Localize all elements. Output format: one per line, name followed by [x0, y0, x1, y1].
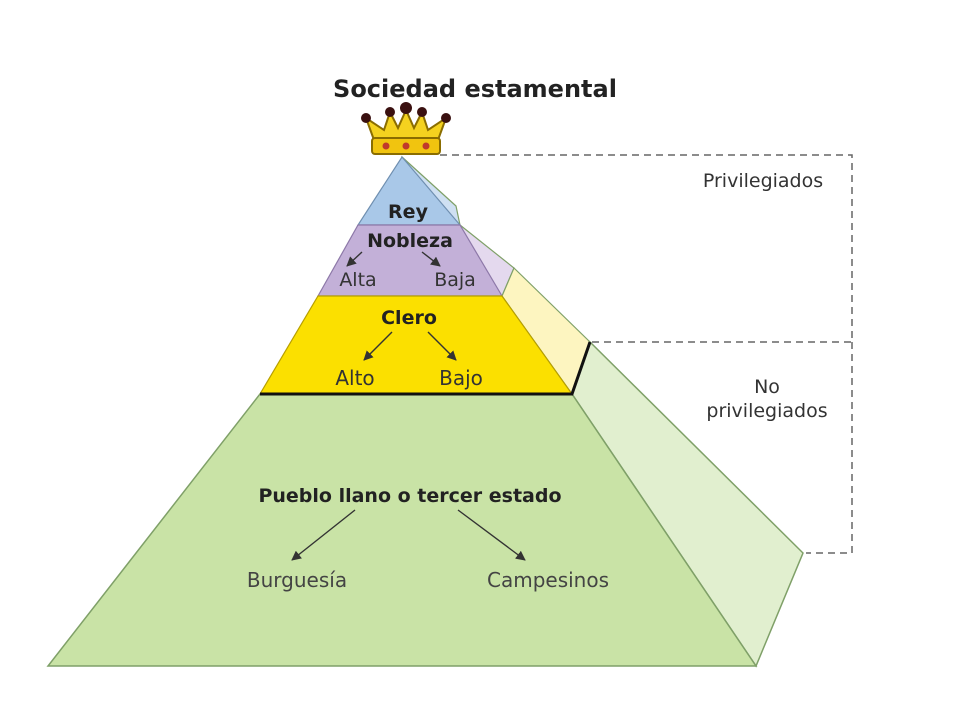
tier-nobleza-alta: Alta [339, 269, 376, 291]
tier-clero-bajo: Bajo [439, 366, 483, 390]
crown-icon [361, 102, 451, 155]
arrow-pueblo-burguesia [291, 509, 356, 561]
tier-pueblo-label: Pueblo llano o tercer estado [258, 485, 561, 507]
label-no: No [754, 376, 780, 398]
arrow-nobleza-baja [421, 251, 441, 267]
label-privilegiados: Privilegiados [703, 170, 823, 192]
arrow-clero-bajo [427, 331, 457, 361]
bracket-privileged [440, 154, 853, 343]
arrow-pueblo-campesinos [457, 509, 526, 561]
tier-pueblo-campesinos: Campesinos [487, 568, 609, 592]
label-privilegiados-no: privilegiados [706, 400, 827, 422]
tier-nobleza-baja: Baja [434, 269, 476, 291]
tier-clero-label: Clero [381, 307, 437, 329]
tier-pueblo-burguesia: Burguesía [247, 568, 347, 592]
arrow-clero-alto [363, 331, 393, 361]
tier-clero-alto: Alto [335, 366, 374, 390]
privilege-boundary [260, 341, 592, 396]
arrow-nobleza-alta [346, 251, 363, 267]
diagram-title: Sociedad estamental [333, 75, 617, 103]
bracket-non-privileged [806, 342, 853, 554]
tier-nobleza-label: Nobleza [367, 230, 453, 252]
tier-rey-label: Rey [388, 201, 429, 223]
